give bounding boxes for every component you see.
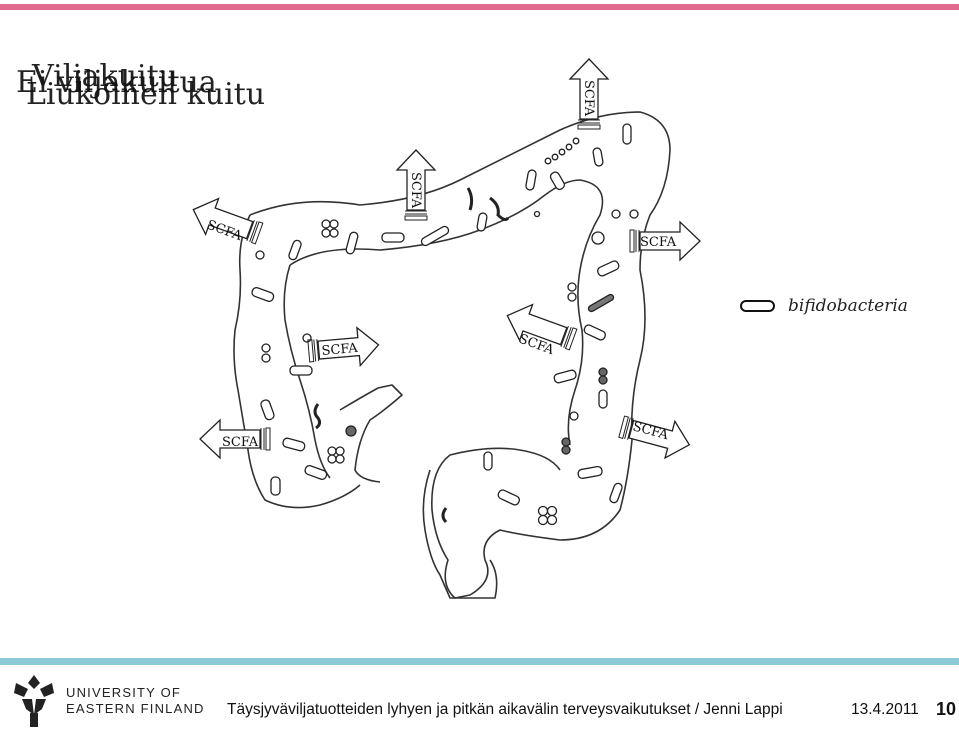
footer-text: Täysjyväviljatuotteiden lyhyen ja pitkän… bbox=[227, 701, 783, 718]
org-line1: UNIVERSITY OF bbox=[66, 685, 182, 700]
colon-illustration: SCFA SCFA SCFA SCFA SCFA SCFA SCFA SCFA bbox=[186, 58, 701, 599]
scfa-label-3: SCFA bbox=[581, 80, 596, 117]
footer: UNIVERSITY OF EASTERN FINLAND Täysjyvävi… bbox=[0, 665, 959, 732]
bacteria-cells bbox=[251, 123, 639, 526]
org-line2: EASTERN FINLAND bbox=[66, 701, 205, 716]
scfa-label-4: SCFA bbox=[640, 235, 677, 250]
scfa-arrow-1 bbox=[186, 191, 267, 253]
scfa-label-2: SCFA bbox=[408, 172, 423, 209]
uef-emblem-icon bbox=[14, 675, 54, 727]
title-liukoinen-kuitu: Liukoinen kuitu bbox=[26, 77, 266, 112]
colon-outline bbox=[233, 111, 671, 599]
overlapping-titles: Ei viljakuitua Viljakuitu Liukoinen kuit… bbox=[16, 62, 316, 122]
legend-label: bifidobacteria bbox=[788, 296, 908, 316]
diplococcus-cluster bbox=[321, 219, 558, 526]
top-accent-bar bbox=[0, 4, 959, 10]
title-ei-viljakuitua: Ei viljakuitua bbox=[16, 65, 217, 100]
scfa-label-7: SCFA bbox=[222, 435, 259, 450]
legend: bifidobacteria bbox=[740, 296, 908, 316]
footer-date: 13.4.2011 bbox=[851, 701, 919, 718]
university-logo: UNIVERSITY OF EASTERN FINLAND bbox=[12, 675, 205, 727]
title-viljakuitu: Viljakuitu bbox=[32, 59, 178, 94]
page-number: 10 bbox=[936, 699, 957, 719]
scfa-label-5: SCFA bbox=[321, 341, 359, 359]
bifidobacteria-icon bbox=[740, 300, 775, 312]
bottom-accent-bar bbox=[0, 658, 959, 665]
